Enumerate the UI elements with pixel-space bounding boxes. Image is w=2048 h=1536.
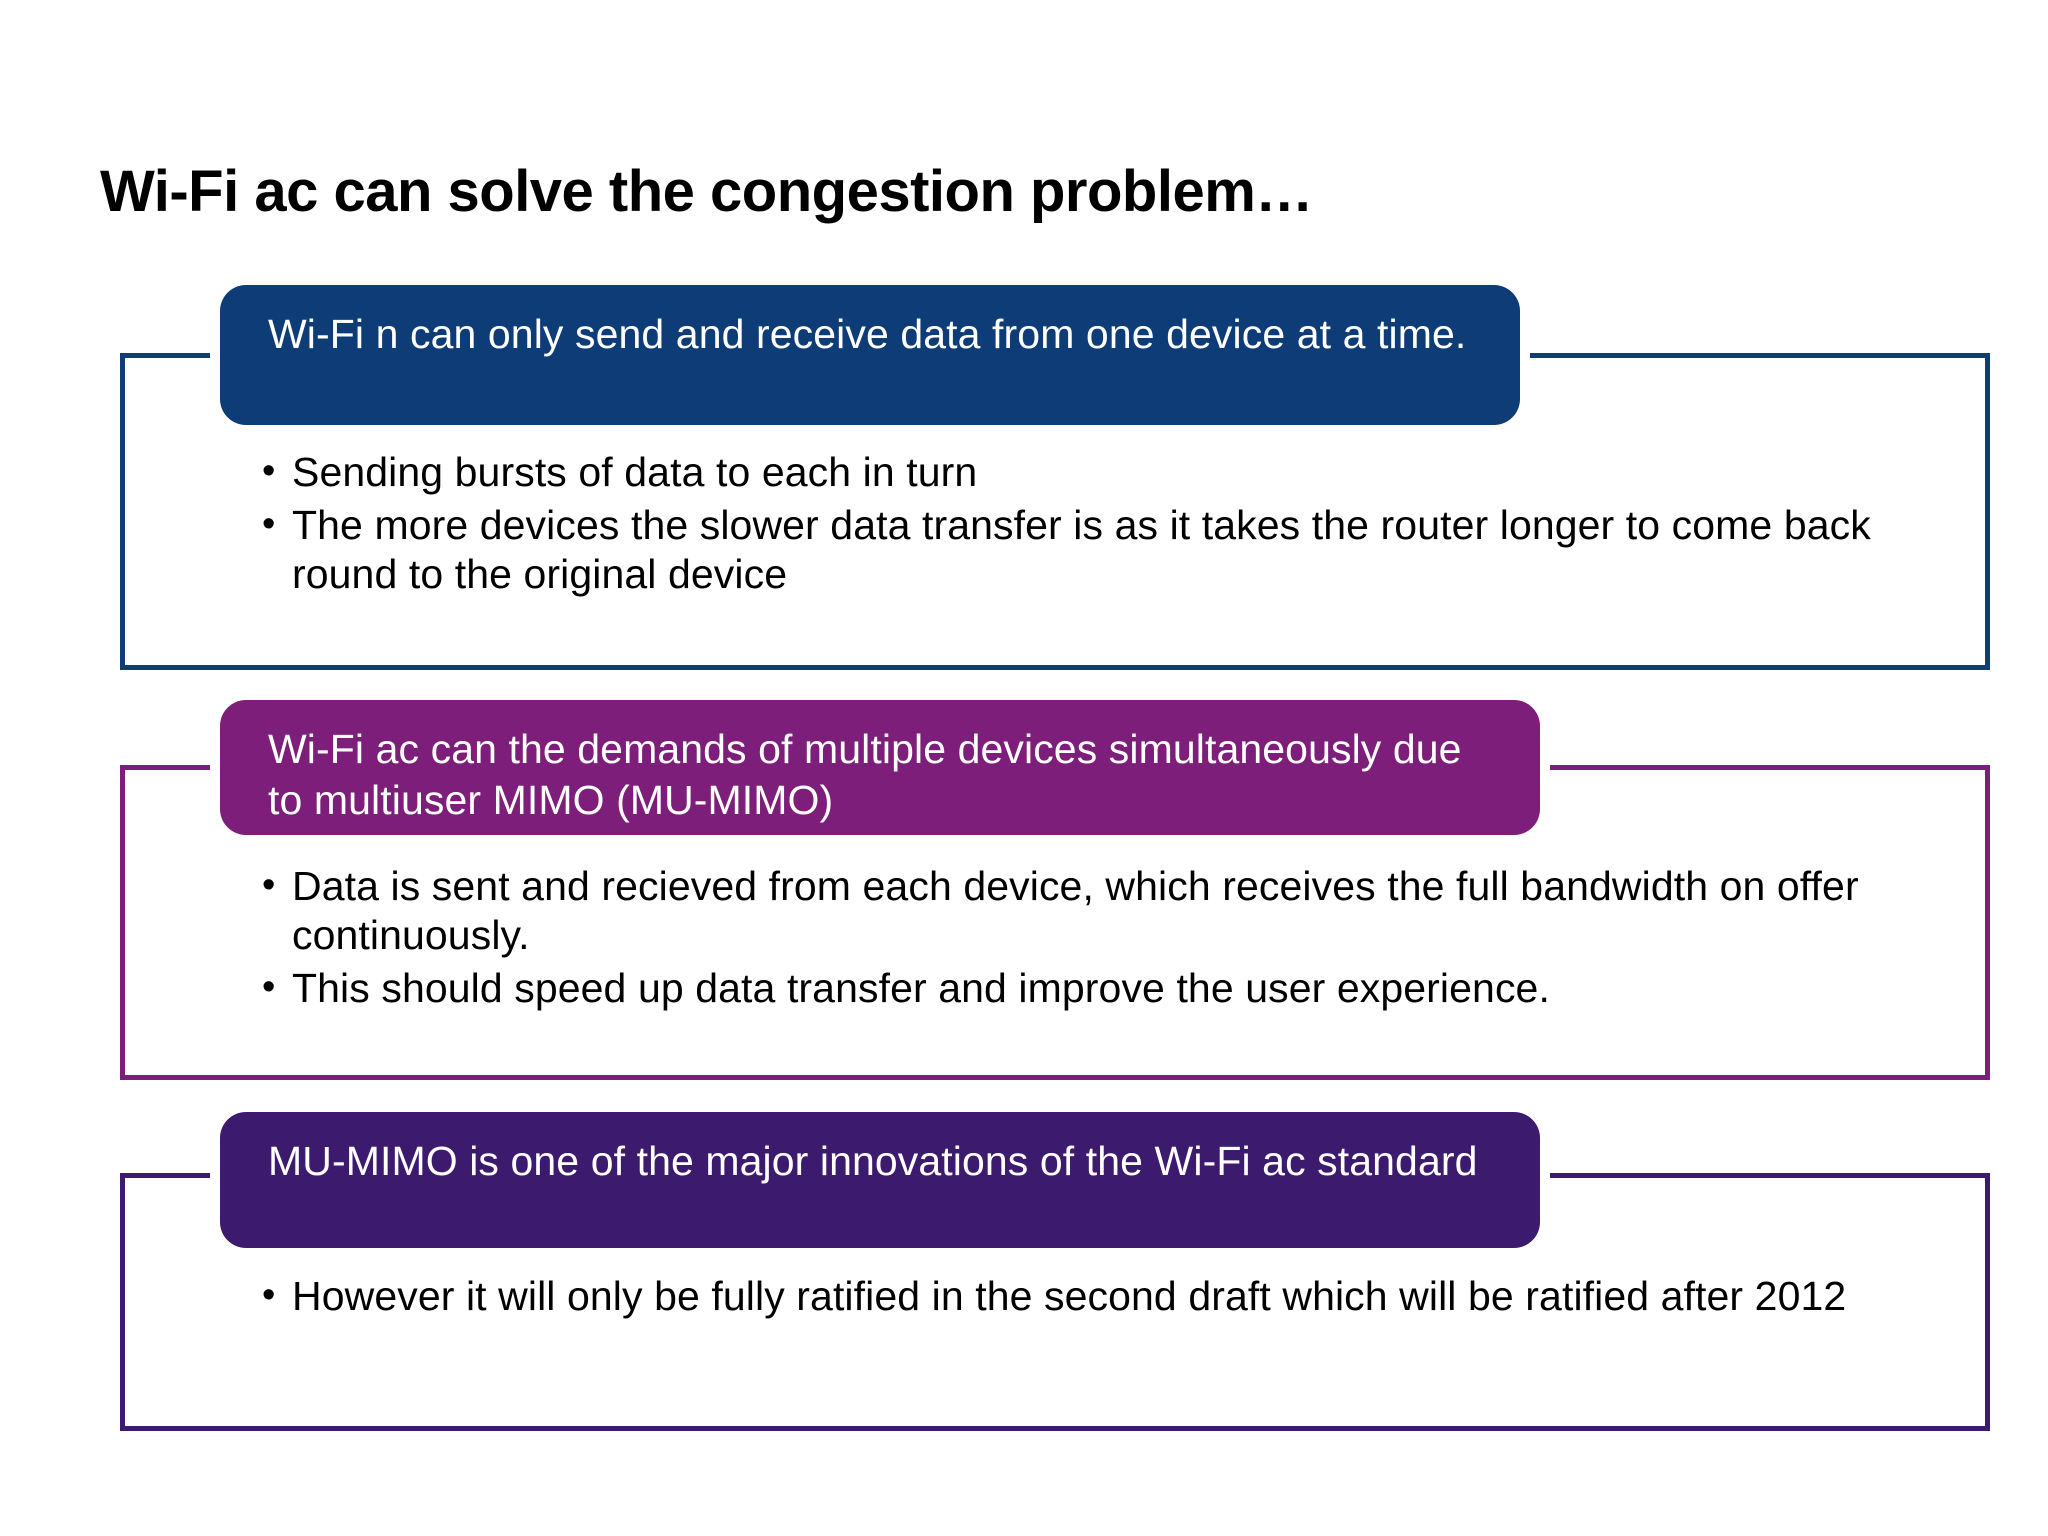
page-title: Wi-Fi ac can solve the congestion proble… [100,159,1313,224]
group-bullet-list-3: • However it will only be fully ratified… [262,1272,1962,1325]
group-bullet-list-2: • Data is sent and recieved from each de… [262,862,1962,1018]
bullet-dot-icon: • [262,864,276,906]
bullet-dot-icon: • [262,503,276,546]
list-item-text: Sending bursts of data to each in turn [292,449,978,495]
group-bullet-list-1: • Sending bursts of data to each in turn… [262,448,1942,604]
list-item-text: The more devices the slower data transfe… [292,502,1871,598]
list-item: • Sending bursts of data to each in turn [262,448,1942,497]
list-item-text: Data is sent and recieved from each devi… [292,863,1859,959]
group-header-pill-3: MU-MIMO is one of the major innovations … [220,1112,1540,1248]
group-header-pill-2: Wi-Fi ac can the demands of multiple dev… [220,700,1540,835]
list-item-text: However it will only be fully ratified i… [292,1273,1847,1319]
bullet-dot-icon: • [262,966,276,1009]
list-item-text: This should speed up data transfer and i… [292,965,1550,1012]
bullet-dot-icon: • [262,450,276,492]
group-header-pill-1: Wi-Fi n can only send and receive data f… [220,285,1520,425]
list-item: • Data is sent and recieved from each de… [262,862,1962,960]
list-item: • The more devices the slower data trans… [262,501,1942,599]
bullet-dot-icon: • [262,1274,276,1316]
list-item: • This should speed up data transfer and… [262,964,1962,1013]
list-item: • However it will only be fully ratified… [262,1272,1962,1321]
